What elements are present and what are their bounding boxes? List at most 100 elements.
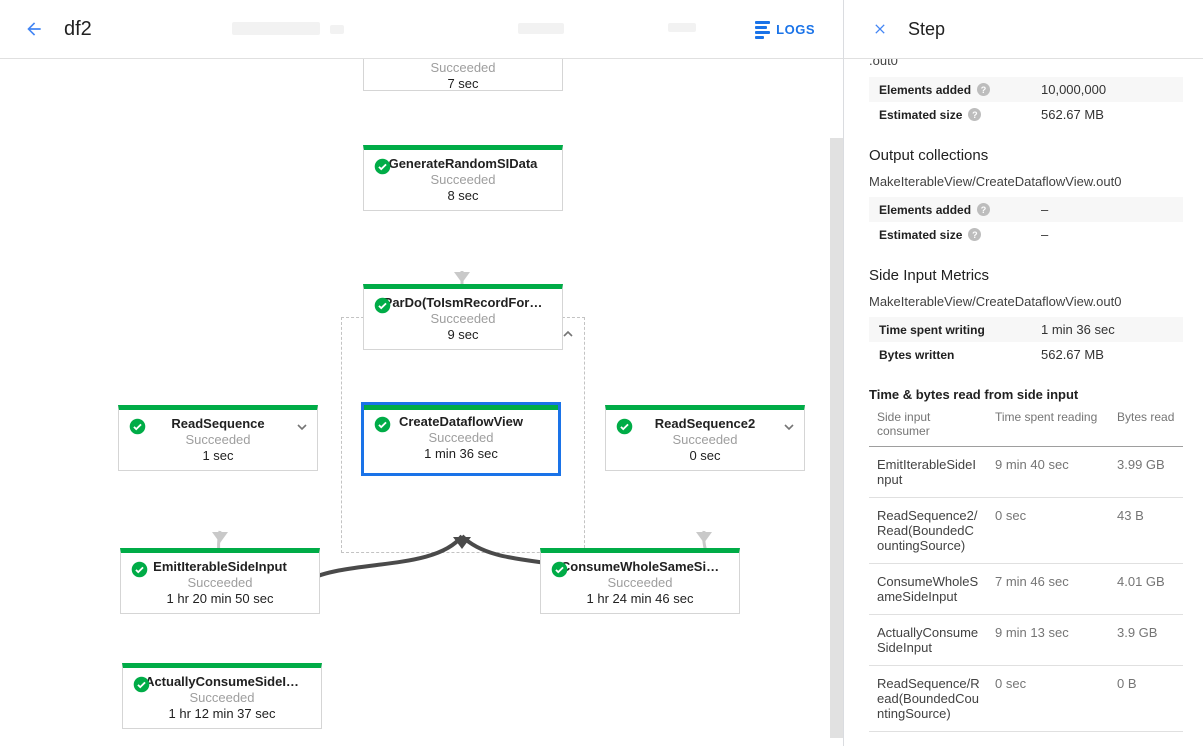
help-icon[interactable]: ? xyxy=(977,83,991,96)
bytes-read: 43 B xyxy=(1109,497,1183,564)
step-node-readsequence2[interactable]: ReadSequence2 Succeeded 0 sec xyxy=(605,405,805,471)
input-collection-metrics: Elements added ? 10,000,000 Estimated si… xyxy=(869,77,1183,127)
step-node-emititerablesideinput[interactable]: EmitIterableSideInput Succeeded 1 hr 20 … xyxy=(120,548,320,614)
step-status: Succeeded xyxy=(428,430,494,445)
step-node-readsequence[interactable]: ReadSequence Succeeded 1 sec xyxy=(118,405,318,471)
step-title: EmitIterableSideInput xyxy=(153,559,287,574)
metric-row: Estimated size ? – xyxy=(869,222,1183,247)
step-node-createdataflowview-selected[interactable]: CreateDataflowView Succeeded 1 min 36 se… xyxy=(361,402,561,476)
success-check-icon xyxy=(551,561,568,583)
step-title: ConsumeWholeSameSi… xyxy=(560,559,720,574)
side-input-metrics-heading: Side Input Metrics xyxy=(869,267,990,284)
success-check-icon xyxy=(131,561,148,583)
metric-row: Elements added ? 10,000,000 xyxy=(869,77,1183,102)
graph-vertical-scrollbar[interactable] xyxy=(830,138,843,738)
time-spent-reading: 7 min 46 sec xyxy=(987,563,1109,615)
step-status: Succeeded xyxy=(607,575,673,590)
help-icon[interactable]: ? xyxy=(968,108,982,121)
step-panel-body: .out0 Elements added ? 10,000,000 Estima… xyxy=(844,59,1203,732)
metric-value: 562.67 MB xyxy=(1041,347,1104,362)
step-node-consumewholesamesideinput[interactable]: ConsumeWholeSameSi… Succeeded 1 hr 24 mi… xyxy=(540,548,740,614)
step-title: GenerateRandomSIData xyxy=(388,156,538,171)
column-header: Time spent reading xyxy=(987,408,1109,447)
step-duration: 0 sec xyxy=(689,448,721,463)
column-header: Bytes read xyxy=(1109,408,1183,447)
step-status: Succeeded xyxy=(430,311,496,326)
step-title: ReadSequence xyxy=(171,416,265,431)
metric-label: Bytes written xyxy=(879,347,955,362)
success-bar xyxy=(364,405,558,410)
step-status: Succeeded xyxy=(185,432,251,447)
success-check-icon xyxy=(374,416,391,438)
success-check-icon xyxy=(129,418,146,440)
logs-button[interactable]: LOGS xyxy=(755,0,815,59)
step-duration: 1 hr 20 min 50 sec xyxy=(166,591,274,606)
step-status: Succeeded xyxy=(189,690,255,705)
step-details-panel: Step .out0 Elements added ? 10,000,000 E… xyxy=(844,0,1203,746)
success-check-icon xyxy=(133,676,150,698)
side-input-table-heading: Time & bytes read from side input xyxy=(869,387,1079,402)
step-title: ParDo(ToIsmRecordFor… xyxy=(383,295,543,310)
table-row: EmitIterableSideInput 9 min 40 sec 3.99 … xyxy=(869,446,1183,498)
back-button[interactable] xyxy=(18,13,50,45)
step-node-pardo-toismrecord[interactable]: ParDo(ToIsmRecordFor… Succeeded 9 sec xyxy=(363,284,563,350)
step-node-clipped[interactable]: Succeeded 7 sec xyxy=(363,59,563,91)
time-spent-reading: 9 min 40 sec xyxy=(987,446,1109,498)
step-title: ActuallyConsumeSideI… xyxy=(145,674,299,689)
metric-row: Bytes written 562.67 MB xyxy=(869,342,1183,367)
app-bar: df2 LOGS xyxy=(0,0,843,59)
output-collections-heading: Output collections xyxy=(869,147,989,164)
step-duration: 9 sec xyxy=(447,327,479,342)
output-collection-name: MakeIterableView/CreateDataflowView.out0 xyxy=(869,174,1122,189)
success-check-icon xyxy=(374,158,391,180)
job-title: df2 xyxy=(64,17,92,40)
toolbar-ghost-item xyxy=(518,23,564,34)
metric-value: – xyxy=(1041,227,1049,242)
table-row: ReadSequence/Read(BoundedCountingSource)… xyxy=(869,665,1183,732)
expand-step-chevron-down-icon[interactable] xyxy=(296,418,308,436)
toolbar-ghost-item xyxy=(232,22,320,35)
step-duration: 1 hr 24 min 46 sec xyxy=(586,591,694,606)
side-input-table: Side input consumer Time spent reading B… xyxy=(869,408,1183,732)
bytes-read: 0 B xyxy=(1109,665,1183,732)
toolbar-ghost-item xyxy=(668,23,696,32)
step-duration: 7 sec xyxy=(447,76,479,91)
close-panel-button[interactable] xyxy=(866,15,894,43)
time-spent-reading: 9 min 13 sec xyxy=(987,614,1109,666)
output-collection-metrics: Elements added ? – Estimated size ? – xyxy=(869,197,1183,247)
step-node-generaterandomsidata[interactable]: GenerateRandomSIData Succeeded 8 sec xyxy=(363,145,563,211)
step-status: Succeeded xyxy=(672,432,738,447)
panel-title: Step xyxy=(908,18,946,39)
step-duration: 1 min 36 sec xyxy=(424,446,498,461)
success-check-icon xyxy=(374,297,391,319)
side-input-consumer: EmitIterableSideInput xyxy=(869,446,987,498)
step-title: ReadSequence2 xyxy=(654,416,756,431)
metric-label: Estimated size xyxy=(879,227,963,242)
metric-label: Estimated size xyxy=(879,107,963,122)
help-icon[interactable]: ? xyxy=(968,228,982,241)
table-row: ActuallyConsumeSideInput 9 min 13 sec 3.… xyxy=(869,614,1183,666)
close-icon xyxy=(875,24,885,34)
bytes-read: 3.99 GB xyxy=(1109,446,1183,498)
chevron-up-icon xyxy=(563,330,573,337)
metric-value: 1 min 36 sec xyxy=(1041,322,1115,337)
job-graph-canvas[interactable]: MakeIterableView Succeeded 7 sec xyxy=(0,59,843,746)
metric-row: Time spent writing 1 min 36 sec xyxy=(869,317,1183,342)
metric-value: – xyxy=(1041,202,1049,217)
step-duration: 1 hr 12 min 37 sec xyxy=(168,706,276,721)
step-title: CreateDataflowView xyxy=(398,414,524,429)
bytes-read: 4.01 GB xyxy=(1109,563,1183,615)
step-duration: 1 sec xyxy=(202,448,234,463)
time-spent-reading: 0 sec xyxy=(987,665,1109,732)
metric-label: Time spent writing xyxy=(879,322,985,337)
side-input-consumer: ReadSequence2/Read(BoundedCountingSource… xyxy=(869,497,987,564)
step-status: Succeeded xyxy=(430,172,496,187)
side-input-metrics: Time spent writing 1 min 36 sec Bytes wr… xyxy=(869,317,1183,367)
expand-step-chevron-down-icon[interactable] xyxy=(783,418,795,436)
logs-icon xyxy=(755,20,771,39)
step-duration: 8 sec xyxy=(447,188,479,203)
clipped-collection-name: .out0 xyxy=(869,59,898,68)
metric-label: Elements added xyxy=(879,202,972,217)
step-node-actuallyconsumesideinput[interactable]: ActuallyConsumeSideI… Succeeded 1 hr 12 … xyxy=(122,663,322,729)
help-icon[interactable]: ? xyxy=(977,203,991,216)
